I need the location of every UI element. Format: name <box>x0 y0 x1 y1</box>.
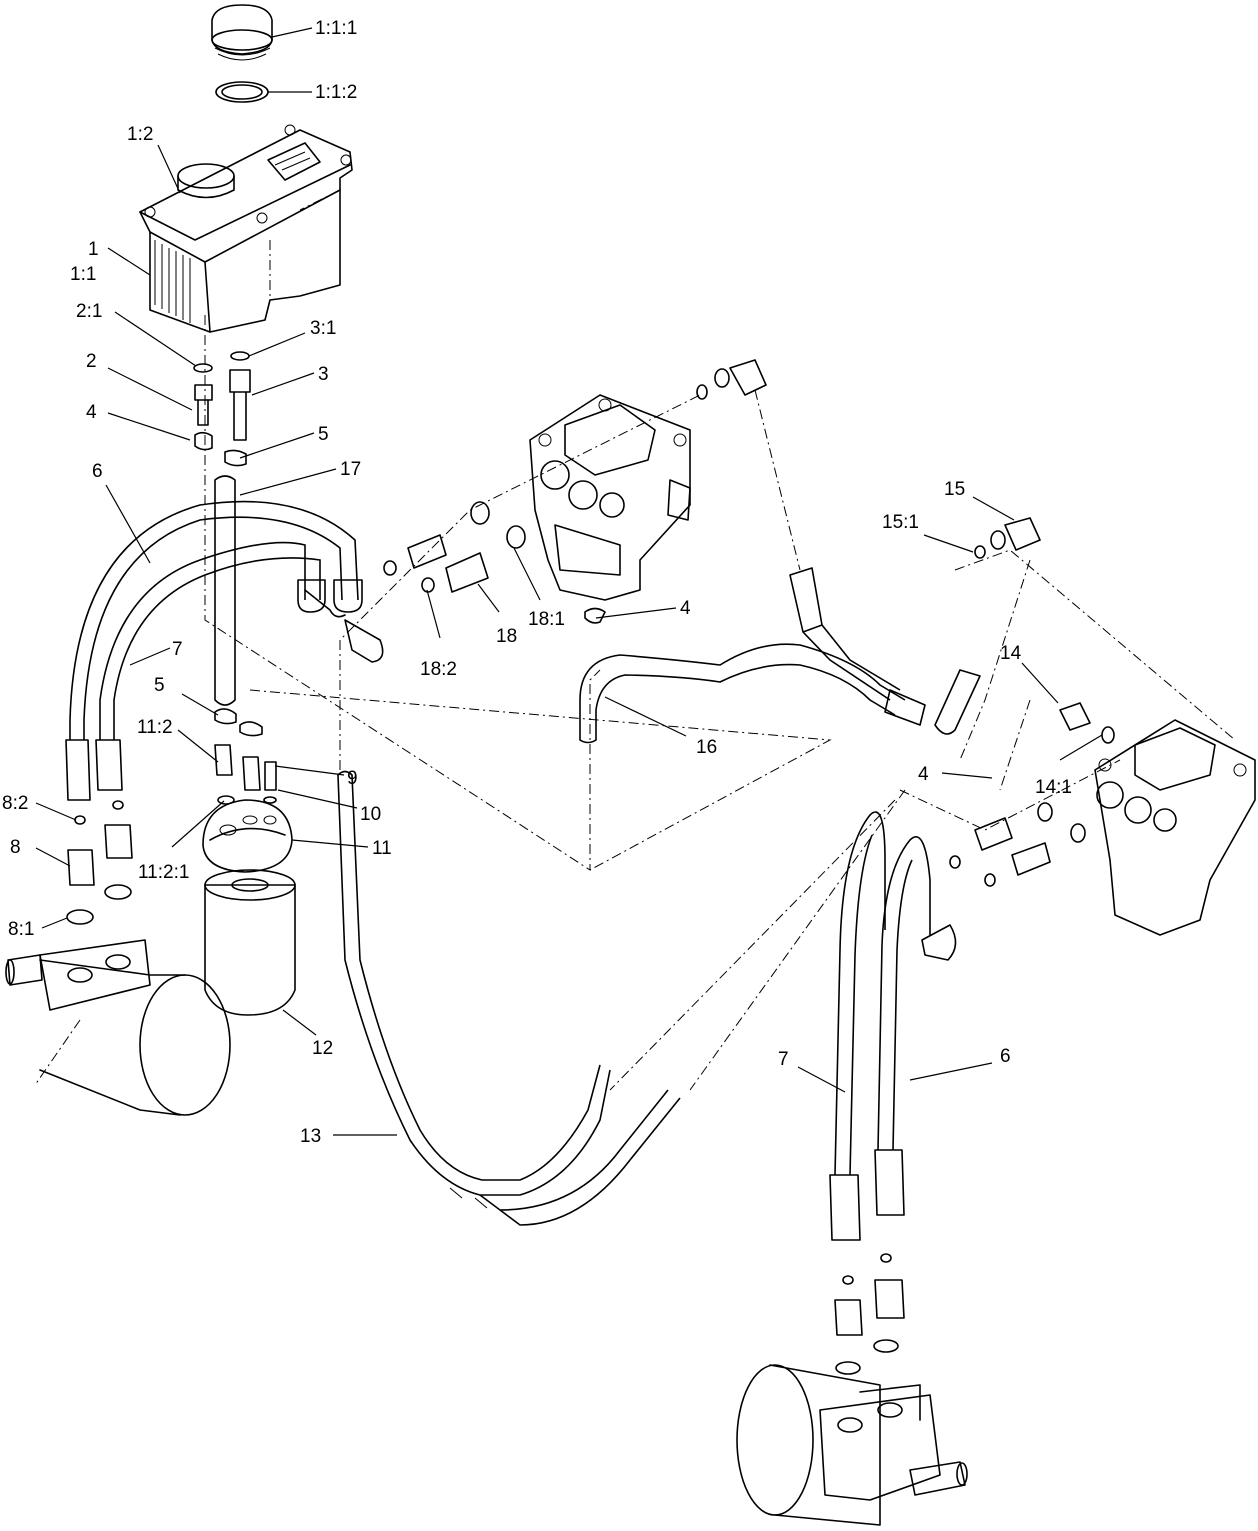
filter-head <box>202 708 293 873</box>
callout-5-top: 5 <box>318 424 329 445</box>
callout-18: 18 <box>496 626 517 647</box>
pump-fittings <box>383 501 526 593</box>
wheel-motor-right <box>736 1364 968 1526</box>
callout-3-1: 3:1 <box>310 318 336 339</box>
elbow-fitting-upper-right <box>974 517 1041 559</box>
callout-5-filter: 5 <box>154 675 165 696</box>
cap-gasket <box>215 81 269 103</box>
callout-9: 9 <box>347 768 358 789</box>
callout-4-pump: 4 <box>680 598 691 619</box>
callout-1-1: 1:1 <box>70 264 96 285</box>
assembly-lines <box>34 315 1236 1091</box>
suction-hose <box>214 475 236 706</box>
callout-labels: 1:1:1 1:1:2 1:2 1 1:1 2:1 3:1 2 3 4 5 6 … <box>2 18 1072 1147</box>
callout-17: 17 <box>340 459 361 480</box>
callout-1-1-2: 1:1:2 <box>315 82 357 103</box>
reservoir-fittings <box>193 351 251 467</box>
callout-14: 14 <box>1000 643 1022 664</box>
callout-18-1: 18:1 <box>528 609 565 630</box>
callout-7-left: 7 <box>172 639 183 660</box>
callout-8-1: 8:1 <box>8 919 34 940</box>
callout-2: 2 <box>86 351 97 372</box>
case-drain-hose <box>579 643 906 744</box>
callout-4-right: 4 <box>918 764 929 785</box>
hydraulic-hoses-right <box>829 811 957 1375</box>
leader-lines <box>35 27 1103 1136</box>
callout-1-1-1: 1:1:1 <box>315 18 357 39</box>
callout-6-left: 6 <box>92 461 103 482</box>
reservoir-cap <box>211 4 273 61</box>
callout-6-right: 6 <box>1000 1046 1011 1067</box>
callout-14-1: 14:1 <box>1035 777 1072 798</box>
callout-12: 12 <box>312 1038 333 1059</box>
callout-15: 15 <box>944 479 965 500</box>
callout-16: 16 <box>696 737 717 758</box>
callout-8-2: 8:2 <box>2 793 28 814</box>
callout-11-2-1: 11:2:1 <box>138 862 189 883</box>
callout-11: 11 <box>372 838 392 859</box>
callout-8: 8 <box>10 837 21 858</box>
callout-10: 10 <box>360 804 381 825</box>
callout-1: 1 <box>88 239 99 260</box>
callout-11-2: 11:2 <box>137 717 173 738</box>
motor-fittings-left <box>65 739 133 925</box>
hydraulic-reservoir-tank <box>139 124 353 333</box>
callout-3: 3 <box>318 364 329 385</box>
pump-hose-right-upper <box>696 359 981 735</box>
return-hose <box>337 770 681 1226</box>
hydraulic-pump-right <box>949 702 1256 936</box>
callout-15-1: 15:1 <box>882 512 919 533</box>
callout-1-2: 1:2 <box>127 124 153 145</box>
callout-2-1: 2:1 <box>76 301 102 322</box>
callout-13: 13 <box>300 1126 321 1147</box>
callout-4-top: 4 <box>86 402 97 423</box>
hydraulic-filter <box>204 869 296 1016</box>
callout-7-right: 7 <box>778 1049 789 1070</box>
hydraulic-hoses-left <box>69 500 384 740</box>
hydraulic-pump-left <box>529 394 691 624</box>
wheel-motor-left <box>5 939 231 1116</box>
callout-18-2: 18:2 <box>420 659 457 680</box>
